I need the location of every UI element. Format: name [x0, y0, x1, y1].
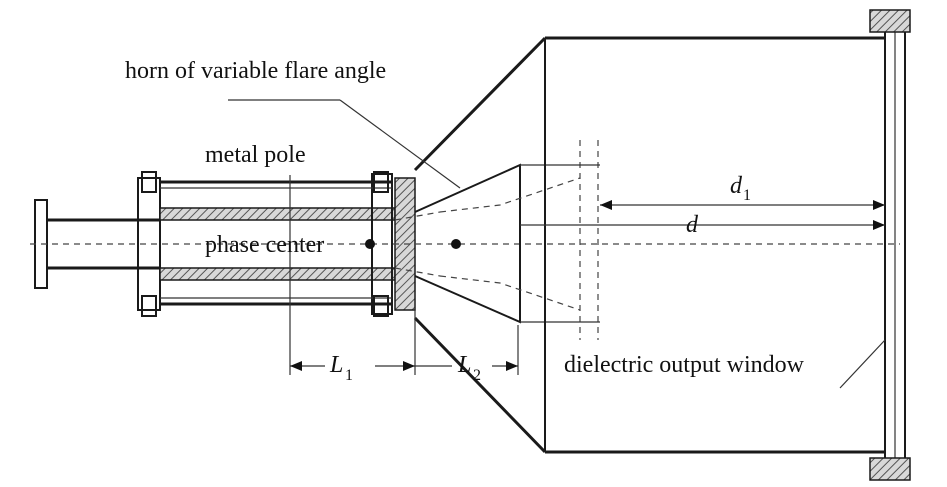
label-d1-subscript: 1	[743, 187, 751, 204]
bolt-bottom-right	[373, 295, 389, 317]
outer-horn-upper-flare	[413, 36, 547, 172]
label-metal-pole: metal pole	[205, 142, 306, 168]
bolt-top-right	[373, 171, 389, 193]
label-phase-center: phase center	[205, 232, 324, 258]
inner-horn	[394, 140, 600, 340]
window-leader	[839, 339, 886, 389]
feed-flange-left	[137, 177, 161, 311]
phase-center-dot-2	[451, 239, 461, 249]
label-L2: L	[457, 352, 471, 378]
output-window	[869, 9, 911, 481]
label-d: d	[686, 212, 699, 238]
inner-horn-walls	[414, 163, 521, 324]
feed-wall-bottom	[159, 267, 396, 281]
output-flange-top	[869, 9, 911, 33]
horn-leader	[339, 99, 461, 189]
bolt-bottom-left	[141, 295, 157, 317]
outer-horn	[413, 36, 885, 454]
outer-horn-lower-flare	[413, 316, 547, 454]
feed-wall-top	[159, 207, 396, 221]
label-L1: L	[329, 352, 343, 378]
label-L1-subscript: 1	[345, 367, 353, 384]
label-d1: d	[730, 173, 743, 199]
label-L2-subscript: 2	[473, 367, 481, 384]
length-dimensions	[289, 175, 519, 375]
diameter-dimensions	[520, 200, 885, 230]
metal-poles	[141, 171, 392, 317]
phase-center-dot-1	[365, 239, 375, 249]
label-window: dielectric output window	[564, 352, 805, 378]
output-flange-bottom	[869, 457, 911, 481]
bolt-top-left	[141, 171, 157, 193]
label-horn: horn of variable flare angle	[125, 58, 386, 84]
